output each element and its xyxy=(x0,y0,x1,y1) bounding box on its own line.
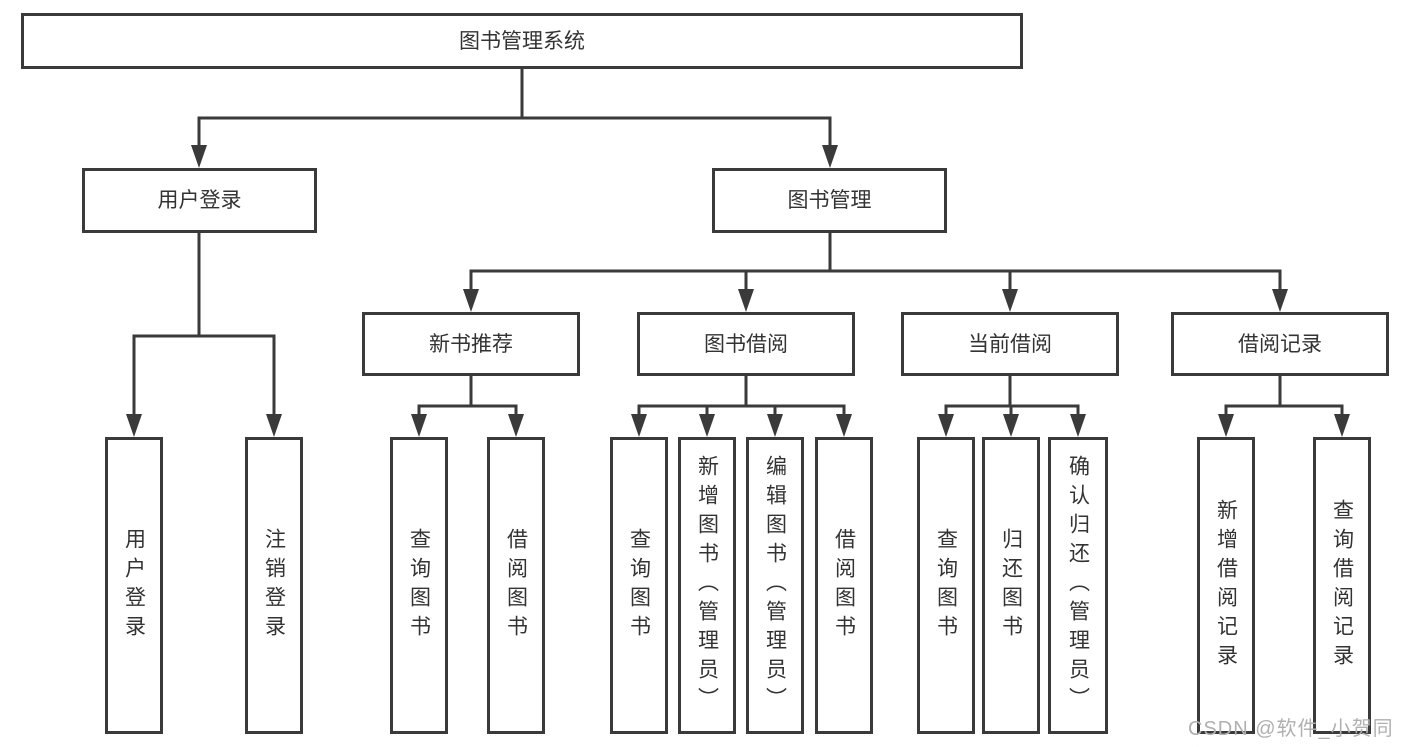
arrowhead-icon xyxy=(508,414,524,437)
node-label: 查询图书 xyxy=(407,527,431,644)
leaf-query-books-borrowing: 查询图书 xyxy=(610,437,668,734)
arrowhead-icon xyxy=(1003,414,1019,437)
branch-book-management xyxy=(463,233,1288,312)
leaf-borrow-books-borrowing: 借阅图书 xyxy=(815,437,873,734)
arrowhead-icon xyxy=(126,414,142,437)
arrowhead-icon xyxy=(938,414,954,437)
leaf-confirm-return-admin: 确认归还（管理员） xyxy=(1048,437,1108,734)
leaf-query-books-current: 查询图书 xyxy=(917,437,975,734)
node-label: 确认归还（管理员） xyxy=(1066,455,1090,716)
arrowhead-icon xyxy=(266,414,282,437)
arrowhead-icon xyxy=(191,145,207,168)
leaf-borrow-books-recommend: 借阅图书 xyxy=(487,437,545,734)
node-label: 新增借阅记录 xyxy=(1214,498,1238,673)
arrowhead-icon xyxy=(411,414,427,437)
csdn-watermark: CSDN @软件_小贺同学 xyxy=(1188,718,1394,740)
leaf-user-login: 用户登录 xyxy=(105,437,163,734)
leaf-logout: 注销登录 xyxy=(245,437,303,734)
arrowhead-icon xyxy=(463,289,479,312)
branch-book-borrowing xyxy=(631,376,852,437)
node-label: 编辑图书（管理员） xyxy=(763,455,787,716)
leaf-add-book-admin: 新增图书（管理员） xyxy=(678,437,736,734)
node-new-book-recommend: 新书推荐 xyxy=(362,312,580,376)
arrowhead-icon xyxy=(738,289,754,312)
arrowhead-icon xyxy=(699,414,715,437)
arrowhead-icon xyxy=(836,414,852,437)
node-current-borrowing: 当前借阅 xyxy=(901,312,1119,376)
node-book-management: 图书管理 xyxy=(712,168,947,233)
branch-user-login xyxy=(126,233,282,437)
node-label: 归还图书 xyxy=(999,527,1023,644)
arrowhead-icon xyxy=(1218,414,1234,437)
arrowhead-icon xyxy=(1334,414,1350,437)
node-label: 图书借阅 xyxy=(704,332,788,356)
node-label: 查询借阅记录 xyxy=(1330,498,1354,673)
leaf-return-book: 归还图书 xyxy=(982,437,1040,734)
node-label: 借阅图书 xyxy=(504,527,528,644)
arrowhead-icon xyxy=(822,145,838,168)
node-label: 借阅记录 xyxy=(1238,332,1322,356)
node-borrowing-records: 借阅记录 xyxy=(1171,312,1389,376)
node-label: 用户登录 xyxy=(157,189,242,212)
arrowhead-icon xyxy=(1002,289,1018,312)
leaf-query-borrow-record: 查询借阅记录 xyxy=(1313,437,1371,734)
arrowhead-icon xyxy=(1070,414,1086,437)
node-label: 图书管理系统 xyxy=(459,29,585,53)
node-label: 图书管理 xyxy=(787,189,872,212)
node-label: 当前借阅 xyxy=(968,332,1052,356)
node-user-login: 用户登录 xyxy=(82,168,317,233)
leaf-edit-book-admin: 编辑图书（管理员） xyxy=(746,437,804,734)
branch-root xyxy=(191,69,838,168)
leaf-query-books-recommend: 查询图书 xyxy=(390,437,448,734)
arrowhead-icon xyxy=(767,414,783,437)
node-label: 用户登录 xyxy=(122,527,146,644)
node-label: 借阅图书 xyxy=(832,527,856,644)
node-label: 新增图书（管理员） xyxy=(695,455,719,716)
branch-borrowing-records xyxy=(1218,376,1350,437)
node-library-management-system: 图书管理系统 xyxy=(21,13,1023,69)
branch-new-book-recommend xyxy=(411,376,524,437)
node-label: 查询图书 xyxy=(934,527,958,644)
node-label: 查询图书 xyxy=(627,527,651,644)
node-label: 新书推荐 xyxy=(429,332,513,356)
arrowhead-icon xyxy=(1272,289,1288,312)
leaf-add-borrow-record: 新增借阅记录 xyxy=(1197,437,1255,734)
branch-current-borrowing xyxy=(938,376,1086,437)
arrowhead-icon xyxy=(631,414,647,437)
node-label: 注销登录 xyxy=(262,527,286,644)
node-book-borrowing: 图书借阅 xyxy=(637,312,855,376)
